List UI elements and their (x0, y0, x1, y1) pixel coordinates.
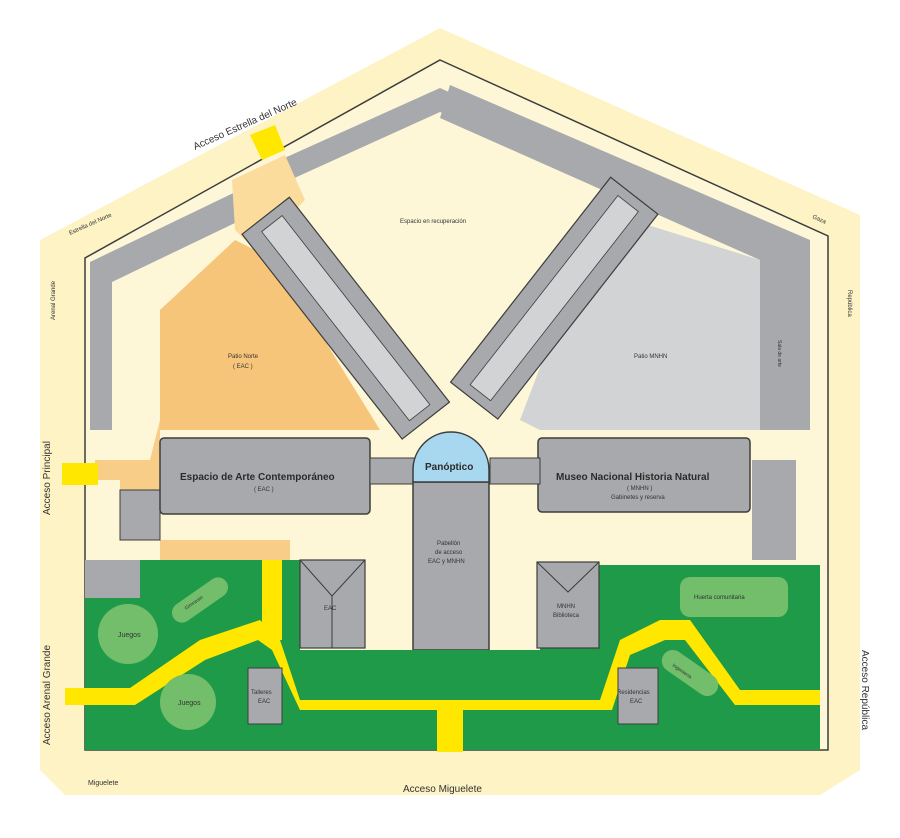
acceso-republica-label: Acceso República (859, 650, 870, 730)
mnhn-library-label-1: MNHN (557, 604, 575, 610)
talleres-building (247, 667, 283, 725)
mnhn-library-label-2: Biblioteca (553, 613, 580, 619)
acceso-arenal-grande-label: Acceso Arenal Grande (42, 645, 53, 745)
republica-street-label: República (846, 290, 852, 317)
north-yellow-path (262, 560, 282, 640)
residencias-label-1: Residencias (617, 690, 650, 696)
left-pill-area (171, 577, 229, 623)
arenal-grande-top-label: Arenal Grande (51, 280, 57, 320)
access-pavilion (412, 481, 490, 651)
talleres-label-1: Talleres (251, 690, 272, 696)
vertical-room-label: Sala de arte (776, 340, 782, 367)
south-yellow-path (437, 710, 463, 752)
pavilion-label-2: de acceso (435, 550, 463, 556)
eac-sub-label: ( EAC ) (254, 487, 274, 493)
pavilion-label-1: Pabellón (437, 541, 460, 547)
west-small-building (119, 489, 161, 541)
patio-norte-area (160, 240, 380, 430)
eac-park-label: EAC (324, 606, 337, 612)
acceso-principal-label: Acceso Principal (42, 441, 53, 515)
juegos-1-area (98, 604, 158, 664)
recovery-space-label: Espacio en recuperación (400, 219, 466, 225)
northeast-wing (449, 176, 659, 420)
acceso-miguelete-label: Acceso Miguelete (403, 784, 482, 795)
gaza-street-label: Gaza (811, 214, 827, 226)
north-yellow-gate (250, 125, 285, 160)
main-yellow-path (65, 620, 820, 710)
huerta-area (680, 577, 788, 617)
residencias-label-2: EAC (630, 699, 643, 705)
juegos-2-label: Juegos (178, 700, 201, 707)
eac-connector (369, 457, 416, 485)
panoptico-label: Panóptico (425, 462, 473, 473)
mnhn-library-roof (536, 561, 600, 593)
pavilion-label-3: EAC y MNHN (428, 559, 465, 565)
west-yellow-gate (62, 463, 98, 485)
perimeter-building-west (90, 185, 262, 430)
juegos-1-label: Juegos (118, 632, 141, 639)
patio-norte-label: Patio Norte (228, 354, 259, 360)
perimeter-building-east-block (752, 460, 796, 560)
perimeter-building-northeast (440, 85, 810, 430)
mnhn-library-building (536, 561, 600, 649)
huerta-label: Huerta comunitaria (694, 595, 745, 601)
residencias-building (617, 667, 659, 725)
mnhn-title-label: Museo Nacional Historia Natural (556, 472, 710, 483)
park-gray-corner (85, 560, 140, 598)
patio-norte-sub-label: ( EAC ) (233, 364, 253, 370)
talleres-label-2: EAC (258, 699, 271, 705)
juegos-2-area (160, 674, 216, 730)
panoptico-dome (412, 431, 490, 483)
mnhn-connector (489, 457, 541, 485)
mnhn-sub2-label: Gabinetes y reserva (611, 495, 665, 501)
patio-mnhn-label: Patio MNHN (634, 354, 667, 360)
northwest-wing (241, 196, 451, 440)
right-pill-area (661, 649, 719, 697)
patio-norte-access-strip (232, 155, 305, 250)
miguelete-street-label: Miguelete (88, 780, 118, 787)
mnhn-sub-label: ( MNHN ) (627, 486, 652, 492)
eac-title-label: Espacio de Arte Contemporáneo (180, 472, 335, 483)
